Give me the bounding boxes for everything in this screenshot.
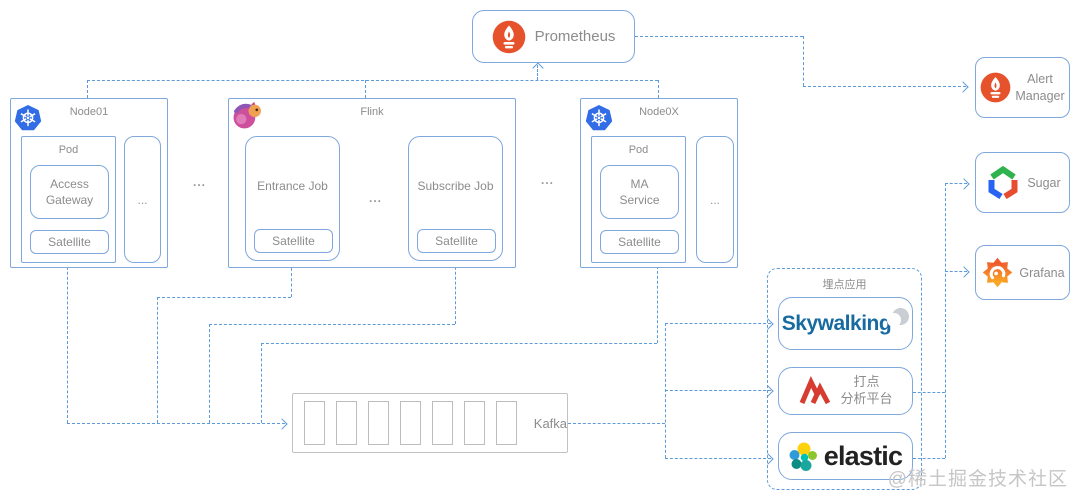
flink-box: Flink Entrance Job Satellite ... Subscri… xyxy=(228,98,516,268)
subscribe-job-box: Subscribe Job Satellite xyxy=(408,136,503,261)
grafana-label: Grafana xyxy=(1019,265,1065,280)
connector-prom-am-1 xyxy=(635,36,803,37)
arrowhead-alert-manager xyxy=(957,80,969,93)
connector-sat-ma-2 xyxy=(261,343,657,344)
node01-more-box: ... xyxy=(124,136,161,263)
flink-more: ... xyxy=(369,191,383,205)
prometheus-icon xyxy=(492,20,525,53)
prometheus-node: Prometheus xyxy=(472,10,635,63)
connector-sat-entrance-3 xyxy=(157,297,158,423)
node0x-title: Node0X xyxy=(639,106,679,118)
connector-prom-am-3 xyxy=(803,86,966,87)
entrance-job-box: Entrance Job Satellite xyxy=(245,136,340,261)
analysis-platform-icon xyxy=(800,376,831,405)
kafka-partition xyxy=(495,401,517,445)
grafana-box: Grafana xyxy=(975,245,1070,300)
grafana-icon xyxy=(983,257,1013,288)
connector-to-sugar xyxy=(945,183,967,184)
connector-sat-subscribe-3 xyxy=(209,324,210,423)
alert-manager-label: Alert Manager xyxy=(1015,72,1065,103)
connector-sat-subscribe-1 xyxy=(455,252,456,324)
connector-sat-subscribe-2 xyxy=(209,324,455,325)
connector-top-bus xyxy=(87,80,658,81)
satellite-box: Satellite xyxy=(600,230,679,254)
connector-sat-node01 xyxy=(67,252,68,423)
connector-kafka-out xyxy=(568,423,665,424)
skywalking-label: Skywalking xyxy=(781,311,892,335)
connector-right-bus xyxy=(945,183,946,458)
skywalking-crescent-icon xyxy=(887,308,910,327)
satellite-box: Satellite xyxy=(254,229,333,253)
connector-sat-ma-1 xyxy=(657,266,658,343)
node0x-more-box: ... xyxy=(696,136,734,263)
kafka-partition xyxy=(304,401,325,445)
connector-to-analysis xyxy=(665,390,771,391)
kafka-partition xyxy=(431,401,453,445)
analysis-platform-box: 打点 分析平台 xyxy=(778,367,913,415)
kafka-partition xyxy=(335,401,357,445)
analysis-label-line2: 分析平台 xyxy=(840,391,893,406)
kafka-partition xyxy=(463,401,485,445)
ellipsis-between-2: ... xyxy=(541,173,555,187)
connector-bus-flink xyxy=(365,80,366,98)
connector-sat-ma-3 xyxy=(261,343,262,423)
sugar-icon xyxy=(988,165,1018,199)
connector-to-elastic xyxy=(665,458,771,459)
arrowhead-up-prometheus xyxy=(531,62,544,74)
entrance-job-label: Entrance Job xyxy=(257,179,328,194)
node0x-box: Node0X Pod MA Service Satellite ... xyxy=(580,98,738,268)
connector-bus-prometheus xyxy=(537,65,538,80)
connector-bus-node0x xyxy=(658,80,659,98)
flink-title: Flink xyxy=(360,106,384,118)
connector-sat-entrance-1 xyxy=(291,252,292,297)
kafka-box: Kafka xyxy=(292,393,568,453)
sugar-box: Sugar xyxy=(975,152,1070,213)
analysis-label-line1: 打点 xyxy=(853,374,880,390)
connector-elastic-out xyxy=(913,458,945,459)
node01-box: Node01 Pod Access Gateway Satellite ... xyxy=(10,98,168,268)
connector-sat-entrance-2 xyxy=(157,297,291,298)
skywalking-box: Skywalking xyxy=(778,297,913,350)
node01-title: Node01 xyxy=(69,106,109,118)
alert-manager-box: Alert Manager xyxy=(975,57,1070,118)
kubernetes-icon xyxy=(585,105,613,131)
node0x-pod-box: Pod MA Service Satellite xyxy=(591,136,686,263)
connector-to-skywalking xyxy=(665,323,771,324)
satellite-box: Satellite xyxy=(417,229,496,253)
elastic-box: elastic xyxy=(778,432,913,480)
flink-squirrel-icon xyxy=(233,101,261,129)
kafka-label: Kafka xyxy=(533,415,568,431)
pod-label: Pod xyxy=(628,144,649,156)
kafka-partition xyxy=(399,401,421,445)
pod-label: Pod xyxy=(58,144,79,156)
tracking-group-box: 埋点应用 xyxy=(767,268,922,490)
ma-service-box: MA Service xyxy=(600,165,679,219)
alert-manager-icon xyxy=(980,72,1011,103)
watermark: @稀土掘金技术社区 xyxy=(887,469,1068,490)
connector-kafka-in xyxy=(67,423,285,424)
connector-analysis-out xyxy=(913,392,945,393)
tracking-group-title: 埋点应用 xyxy=(822,279,867,291)
sugar-label: Sugar xyxy=(1027,175,1061,190)
connector-to-grafana xyxy=(945,271,967,272)
connector-prom-am-2 xyxy=(803,36,804,86)
satellite-box: Satellite xyxy=(30,230,109,254)
elastic-icon xyxy=(789,442,817,471)
arrowhead-sugar xyxy=(958,177,970,190)
kubernetes-icon xyxy=(14,105,42,131)
access-gateway-box: Access Gateway xyxy=(30,165,109,219)
subscribe-job-label: Subscribe Job xyxy=(417,179,494,194)
ellipsis-between-1: ... xyxy=(193,175,207,189)
prometheus-label: Prometheus xyxy=(534,28,616,45)
arrowhead-grafana xyxy=(958,265,970,278)
node01-pod-box: Pod Access Gateway Satellite xyxy=(21,136,116,263)
arrowhead-kafka xyxy=(276,417,288,430)
elastic-label: elastic xyxy=(823,440,903,471)
connector-bus-node01 xyxy=(87,80,88,98)
kafka-partition xyxy=(367,401,389,445)
